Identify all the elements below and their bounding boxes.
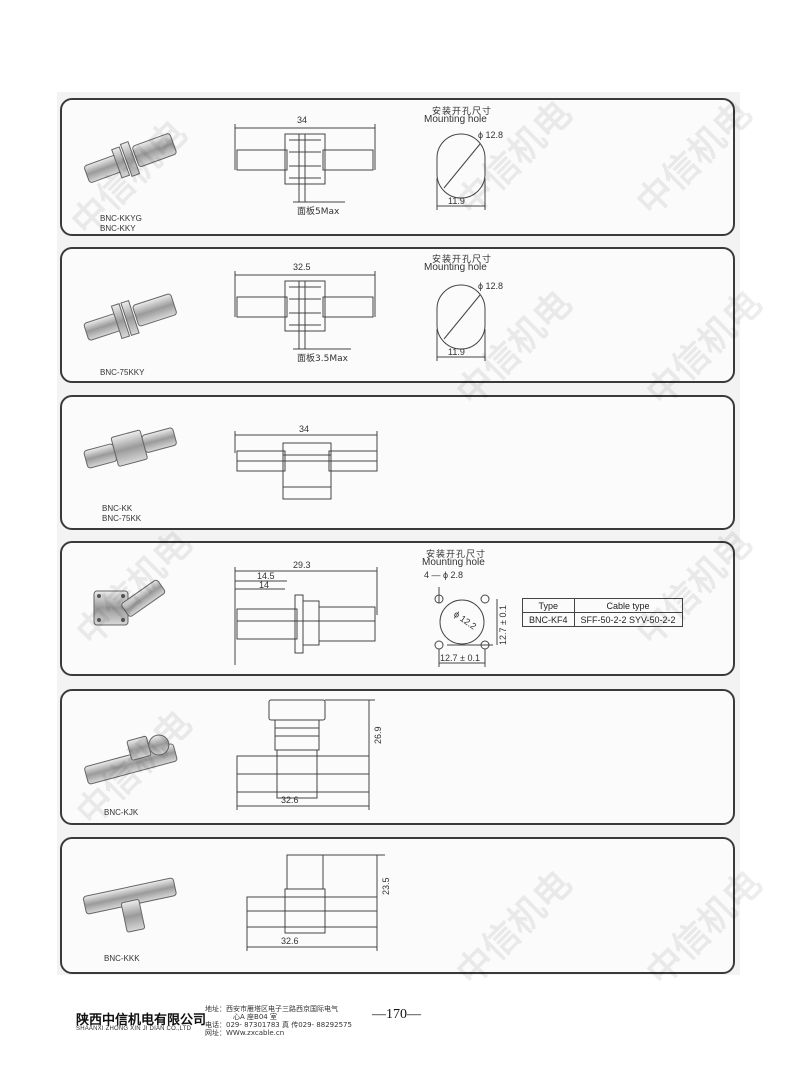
- cable-type-table: Type Cable type BNC-KF4 SFF-50-2-2 SYV-5…: [522, 598, 683, 627]
- mounting-hole-en: Mounting hole: [424, 262, 487, 273]
- mounting-hole-cn: 安装开孔尺寸: [432, 255, 493, 265]
- model-label: BNC-75KKY: [100, 368, 145, 377]
- mounting-hole-en: Mounting hole: [422, 557, 485, 568]
- pcd-dimension: ϕ 12.2: [452, 609, 478, 632]
- hole-diameter: ϕ 12.8: [478, 281, 503, 291]
- model-label: BNC-KJK: [104, 808, 139, 817]
- model-label: BNC-75KK: [102, 514, 142, 523]
- table-header: Type: [522, 598, 575, 613]
- connector-photo: [93, 579, 166, 626]
- website: 网址：WWw.zxcable.cn: [205, 1029, 285, 1037]
- dimension-drawing: 34: [234, 424, 378, 500]
- product-panel-kf4: 29.3 14.5 14 安装开孔尺寸 Mounting hole 4 — ϕ …: [60, 541, 735, 676]
- model-label: BNC-KKK: [104, 954, 140, 963]
- height-dimension: 26.9: [373, 726, 383, 744]
- connector-photo: [84, 133, 177, 183]
- model-label: BNC-KK: [102, 504, 133, 513]
- width-dimension: 32.6: [281, 936, 299, 946]
- table-cell: BNC-KF4: [522, 612, 575, 627]
- phone-fax: 电话：029- 87301783 真 传029- 88292575: [205, 1021, 352, 1029]
- mounting-hole-cn: 安装开孔尺寸: [432, 107, 493, 117]
- height-dimension: 23.5: [381, 877, 391, 895]
- mounting-hole-drawing: ϕ 12.8 11.9: [436, 130, 503, 210]
- table-header: Cable type: [573, 598, 683, 613]
- holes-spec: 4 — ϕ 2.8: [424, 570, 463, 580]
- product-panel-kk: BNC-KK BNC-75KK 34: [60, 395, 735, 530]
- dimension-drawing: 23.5 32.6: [246, 854, 391, 951]
- length-dimension: 34: [299, 424, 309, 434]
- table-header-row: Type Cable type: [522, 598, 683, 613]
- table-row: BNC-KF4 SFF-50-2-2 SYV-50-2-2: [522, 612, 683, 627]
- dimension-drawing: 26.9 32.6: [236, 699, 383, 810]
- dimension-drawing: 34 面板5Max: [234, 115, 376, 217]
- connector-photo: [83, 427, 177, 469]
- horizontal-pitch: 12.7 ± 0.1: [440, 653, 480, 663]
- product-panel-kkyg: BNC-KKYG BNC-KKY 34 面板5Max 安装开孔尺寸 Mounti…: [60, 98, 735, 236]
- vertical-pitch: 12.7 ± 0.1: [498, 605, 508, 645]
- product-panel-kjk: BNC-KJK 26.9 32.6: [60, 689, 735, 825]
- model-label: BNC-KKY: [100, 224, 136, 233]
- hole-diameter: ϕ 12.8: [478, 130, 503, 140]
- offset-dimension-1: 14.5: [257, 571, 275, 581]
- address-line-2: 心A 座B04 室: [233, 1013, 277, 1021]
- connector-photo: [83, 293, 177, 341]
- table-cell: SFF-50-2-2 SYV-50-2-2: [573, 612, 683, 627]
- dimension-drawing: 32.5 面板3.5Max: [234, 262, 376, 364]
- length-dimension: 29.3: [293, 560, 311, 570]
- mounting-hole-en: Mounting hole: [424, 114, 487, 125]
- mounting-hole-cn: 安装开孔尺寸: [426, 550, 487, 560]
- mounting-hole-drawing: 4 — ϕ 2.8 ϕ 12.2 12.7 ± 0.1 12.7 ± 0.1: [424, 570, 508, 667]
- dimension-drawing: 29.3 14.5 14: [234, 560, 378, 665]
- flat-width: 11.9: [448, 196, 465, 206]
- length-dimension: 32.5: [293, 262, 311, 272]
- connector-photo: [82, 877, 177, 933]
- width-dimension: 32.6: [281, 795, 299, 805]
- product-panel-75kky: BNC-75KKY 32.5 面板3.5Max 安装开孔尺寸 Mounting …: [60, 247, 735, 383]
- page-number: —170—: [372, 1007, 421, 1022]
- model-label: BNC-KKYG: [100, 214, 142, 223]
- panel-thickness-note: 面板5Max: [297, 205, 340, 217]
- panel-thickness-note: 面板3.5Max: [297, 352, 349, 364]
- offset-dimension-2: 14: [259, 580, 269, 590]
- product-panel-kkk: BNC-KKK 23.5 32.6: [60, 837, 735, 974]
- address-line-1: 地址：西安市雁塔区电子三路西京国际电气: [205, 1005, 338, 1013]
- length-dimension: 34: [297, 115, 307, 125]
- company-name-cn: 陕西中信机电有限公司: [76, 1013, 207, 1028]
- catalog-frame: [57, 92, 740, 975]
- company-name-en: SHAANXI ZHONG XIN JI DIAN CO.,LTD: [76, 1026, 192, 1032]
- connector-photo: [84, 734, 178, 785]
- mounting-hole-drawing: ϕ 12.8 11.9: [436, 281, 503, 361]
- page-footer: 陕西中信机电有限公司 SHAANXI ZHONG XIN JI DIAN CO.…: [0, 1000, 794, 1077]
- flat-width: 11.9: [448, 347, 465, 357]
